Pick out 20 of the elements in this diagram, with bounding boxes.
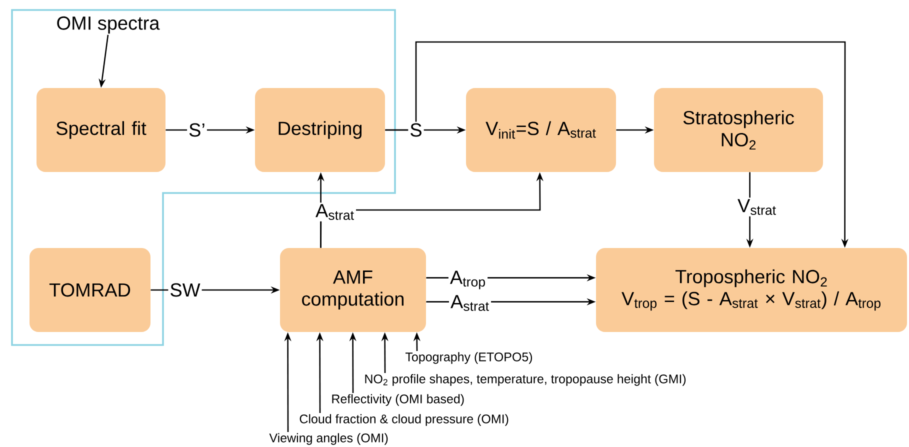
input-label: Viewing angles (OMI) (269, 433, 388, 445)
process-box: Destriping (255, 88, 385, 172)
process-box: Stratospheric NO$_{2}$ (654, 88, 824, 172)
process-box: V$_{init}$=S / A$_{strat}$ (466, 88, 616, 172)
process-box: AMF computation (280, 248, 426, 332)
input-label: NO$_{2}$ profile shapes, temperature, tropopause height (GMI) (365, 374, 686, 386)
edge-label: A$_{strat}$ (314, 202, 356, 222)
process-box: Tropospheric NO$_{2}$ V$_{trop}$ = (S - A$_{strat}$ × V$_{strat}$) / A$_{trop}$ (596, 248, 908, 332)
process-box: Spectral fit (36, 88, 166, 172)
input-label: Reflectivity (OMI based) (332, 394, 464, 406)
edge-label: S (408, 122, 424, 138)
edge-label: A$_{trop}$ (448, 269, 488, 291)
input-label: Topography (ETOPO5) (406, 352, 532, 364)
input-label: Cloud fraction & cloud pressure (OMI) (300, 414, 508, 426)
edge-label: SW (168, 282, 202, 298)
edge-label: A$_{strat}$ (449, 294, 492, 312)
edge-label: S’ (187, 122, 207, 138)
edge-label: V$_{strat}$ (736, 198, 778, 216)
process-box: TOMRAD (30, 248, 150, 332)
input-label: OMI spectra (57, 16, 160, 34)
